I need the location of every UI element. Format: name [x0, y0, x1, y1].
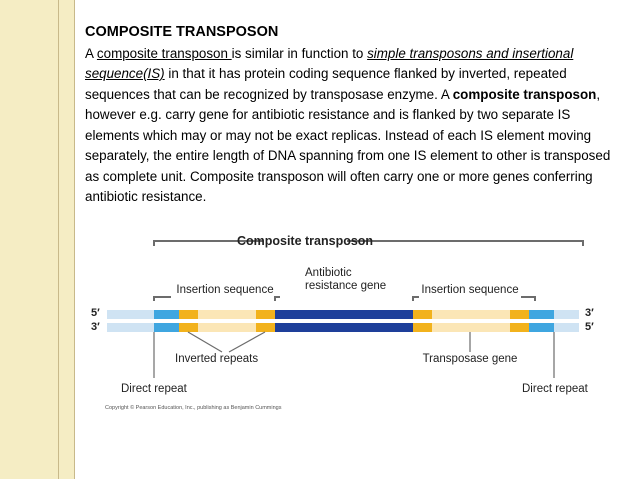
direct-repeat-label-left: Direct repeat	[121, 383, 188, 395]
diagram-title: Composite transposon	[237, 234, 373, 248]
insertion-sequence-body	[198, 310, 256, 319]
inverted-repeat-segment	[179, 323, 198, 332]
direct-repeat-segment	[529, 323, 554, 332]
direct-repeat-segment	[154, 310, 179, 319]
inverted-repeats-label: Inverted repeats	[175, 353, 258, 365]
inverted-repeat-segment	[510, 323, 529, 332]
insertion-sequence-label-left: Insertion sequence	[176, 284, 273, 296]
inverted-repeat-segment	[179, 310, 198, 319]
slide-title: COMPOSITE TRANSPOSON	[85, 24, 279, 40]
direct-repeat-segment	[529, 310, 554, 319]
inverted-repeats-pointer	[187, 331, 266, 353]
left-divider-line	[74, 0, 75, 479]
body-text: in that it has protein coding sequence f…	[85, 66, 567, 102]
transposon-bracket	[153, 240, 584, 246]
inverted-repeat-segment	[413, 323, 432, 332]
slide-content: COMPOSITE TRANSPOSON A composite transpo…	[75, 0, 638, 479]
resistance-gene-segment	[275, 323, 413, 332]
copyright-text: Copyright © Pearson Education, Inc., pub…	[105, 404, 282, 411]
insertion-sequence-body	[432, 310, 510, 319]
insertion-sequence-label-right: Insertion sequence	[421, 284, 518, 296]
strand-end-label: 5′	[585, 321, 594, 333]
inverted-repeat-segment	[256, 323, 275, 332]
strand-end-label: 5′	[91, 307, 100, 319]
composite-transposon-diagram: Composite transposon Antibiotic resistan…	[91, 234, 594, 411]
antibiotic-label-line1: Antibiotic	[305, 267, 352, 279]
inverted-repeat-segment	[256, 310, 275, 319]
direct-repeat-segment	[154, 323, 179, 332]
simple-transposons-link[interactable]: simple transposons and insertional seque…	[85, 45, 574, 82]
body-text: is similar in function to	[231, 45, 368, 61]
transposase-gene-label: Transposase gene	[423, 353, 518, 365]
insertion-sequence-bracket-left	[153, 296, 280, 301]
insertion-sequence-bracket-right	[412, 296, 536, 301]
direct-repeat-label-right: Direct repeat	[522, 383, 589, 395]
left-margin-strip	[0, 0, 58, 479]
resistance-gene-segment	[275, 310, 413, 319]
inverted-repeat-segment	[413, 310, 432, 319]
strand-end-label: 3′	[585, 307, 594, 319]
slide-paragraph: A composite transposon is similar in fun…	[85, 44, 625, 208]
left-divider-line	[58, 0, 59, 479]
body-text: A	[85, 45, 97, 61]
body-text: , however e.g. carry gene for antibiotic…	[85, 86, 611, 205]
slide-text: COMPOSITE TRANSPOSON A composite transpo…	[85, 22, 625, 208]
strand-end-label: 3′	[91, 321, 100, 333]
composite-transposon-link[interactable]: composite transposon	[96, 45, 232, 61]
antibiotic-label-line2: resistance gene	[305, 280, 386, 292]
insertion-sequence-body	[198, 323, 256, 332]
composite-transposon-bold: composite transposon	[452, 86, 597, 102]
inverted-repeat-segment	[510, 310, 529, 319]
insertion-sequence-body	[432, 323, 510, 332]
